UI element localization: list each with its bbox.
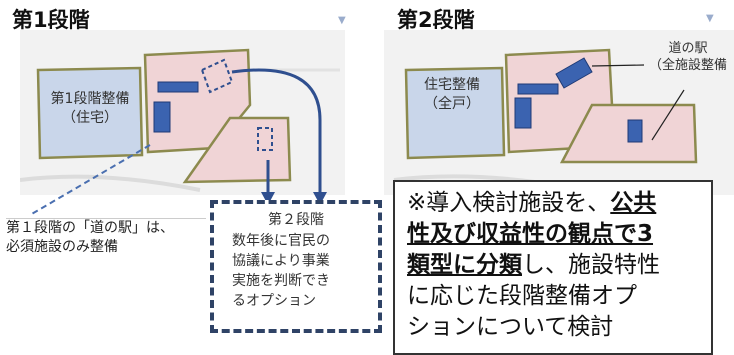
stage2-area-label: 住宅整備 （全戸） (424, 77, 480, 112)
building-stage2-1 (517, 83, 559, 95)
residential-area-stage2 (404, 66, 506, 160)
building-stage2-4 (627, 119, 643, 143)
stage2-title: 第2段階 (397, 8, 475, 32)
note-line-5: ションについて検討 (407, 314, 614, 340)
planned-building-2 (257, 127, 273, 151)
station-label: 道の駅 （全施設整備 (648, 41, 727, 73)
residential-area-stage1 (36, 66, 144, 160)
option-callout: 第２段階 数年後に官民の 協議により事業 実施を判断でき るオプション (210, 200, 382, 333)
building-stage2-2 (514, 97, 532, 129)
planned-building-1 (200, 58, 234, 94)
note-box: ※導入検討施設を、公共 性及び収益性の観点で3 類型に分類し、施設特性 に応じた… (393, 180, 713, 355)
option-area-stage1 (182, 116, 292, 184)
stage1-callout: 第１段階の「道の駅」は、 必須施設のみ整備 (6, 218, 206, 257)
note-line-3: 類型に分類し、施設特性 (407, 252, 660, 278)
stage1-map (20, 30, 345, 195)
stage1-title: 第1段階 (12, 8, 90, 32)
note-line-2: 性及び収益性の観点で3 (407, 221, 654, 247)
building-stage2-3 (555, 57, 593, 89)
decor-mark: ▼ (706, 13, 714, 24)
building-station-2 (153, 101, 171, 133)
stage2-map (384, 30, 734, 195)
note-line-4: に応じた段階整備オプ (407, 283, 637, 309)
note-line-1: ※導入検討施設を、公共 (407, 190, 657, 216)
building-station-1 (157, 81, 199, 93)
stage1-area-label: 第1段階整備 （住宅） (50, 91, 130, 126)
decor-mark: ▼ (338, 15, 346, 26)
